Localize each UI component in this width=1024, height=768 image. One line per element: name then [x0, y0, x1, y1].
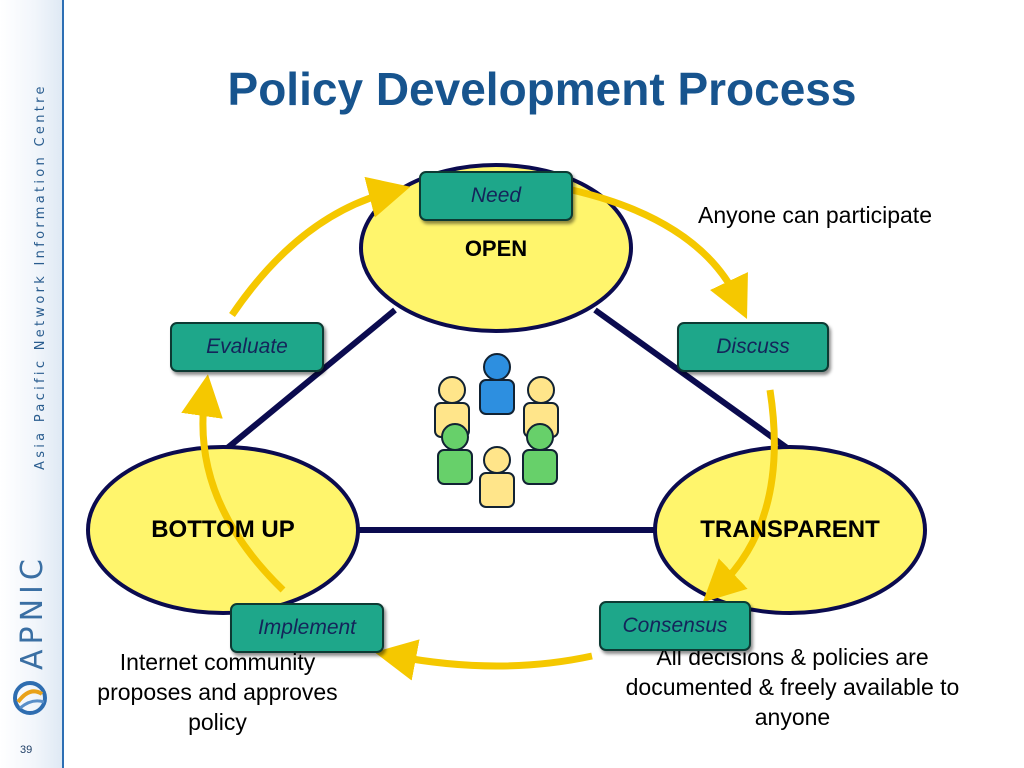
- step-discuss: Discuss: [677, 322, 829, 372]
- transparent-note: All decisions & policies are documented …: [625, 644, 960, 730]
- arrow-implement-to-evaluate: [181, 374, 286, 593]
- arrow-discuss-to-consensus: [702, 389, 778, 603]
- step-implement: Implement: [230, 603, 384, 653]
- step-evaluate: Evaluate: [170, 322, 324, 372]
- arrow-need-to-discuss: [571, 186, 748, 319]
- sidebar: Asia Pacific Network Information Centre …: [0, 0, 64, 768]
- person-icon: [479, 353, 515, 415]
- arrow-evaluate-to-need: [229, 176, 411, 317]
- community-people-icon: [434, 353, 559, 508]
- page-number: 39: [20, 744, 33, 756]
- bottom-up-ellipse: [86, 445, 360, 615]
- bottom-up-label: BOTTOM UP: [151, 516, 295, 543]
- person-icon: [479, 446, 515, 508]
- slide-title: Policy Development Process: [227, 63, 857, 115]
- person-icon: [437, 423, 473, 485]
- arrow-consensus-to-implement: [374, 639, 593, 681]
- transparent-label: TRANSPARENT: [700, 516, 880, 543]
- open-label: OPEN: [464, 236, 528, 261]
- step-need: Need: [419, 171, 573, 221]
- open-note: Anyone can participate: [698, 202, 932, 228]
- connector-open-transparent: [593, 307, 792, 453]
- person-icon: [522, 423, 558, 485]
- step-consensus: Consensus: [599, 601, 751, 651]
- bottom-up-note: Internet community proposes and approves…: [97, 649, 338, 735]
- apnic-logo-icon: [13, 681, 47, 715]
- connector-open-bottomup: [223, 307, 397, 453]
